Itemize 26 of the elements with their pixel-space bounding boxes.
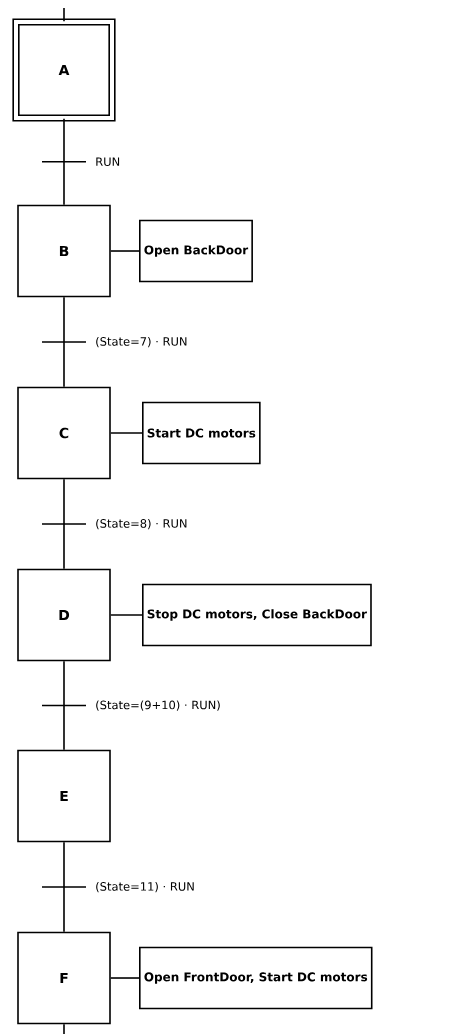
step-box: D [17,568,111,662]
action-box: Open BackDoor [139,219,253,283]
connector-line [110,977,140,979]
connector-line [110,432,143,434]
step-box: E [17,749,111,843]
transition-line [41,841,87,933]
transition-line [41,660,87,751]
step-box: C [17,386,111,480]
connector-line [63,1023,65,1034]
transition-line [41,478,87,570]
connector-line [110,250,140,252]
edge-label: (State=(9+10) · RUN) [94,699,222,712]
edge-label: (State=11) · RUN [94,880,196,894]
action-box: Start DC motors [142,401,261,465]
step-box: B [17,204,111,298]
initial-step-box: A [12,18,116,122]
connector-line [110,614,143,616]
connector-line [63,7,65,22]
edge-label: (State=8) · RUN [94,517,189,531]
edge-label: (State=7) · RUN [94,335,189,349]
transition-line [41,118,87,206]
action-box: Stop DC motors, Close BackDoor [142,583,372,647]
action-box: Open FrontDoor, Start DC motors [139,946,373,1010]
transition-line [41,296,87,388]
step-box: F [17,931,111,1025]
edge-label: RUN [94,156,122,168]
